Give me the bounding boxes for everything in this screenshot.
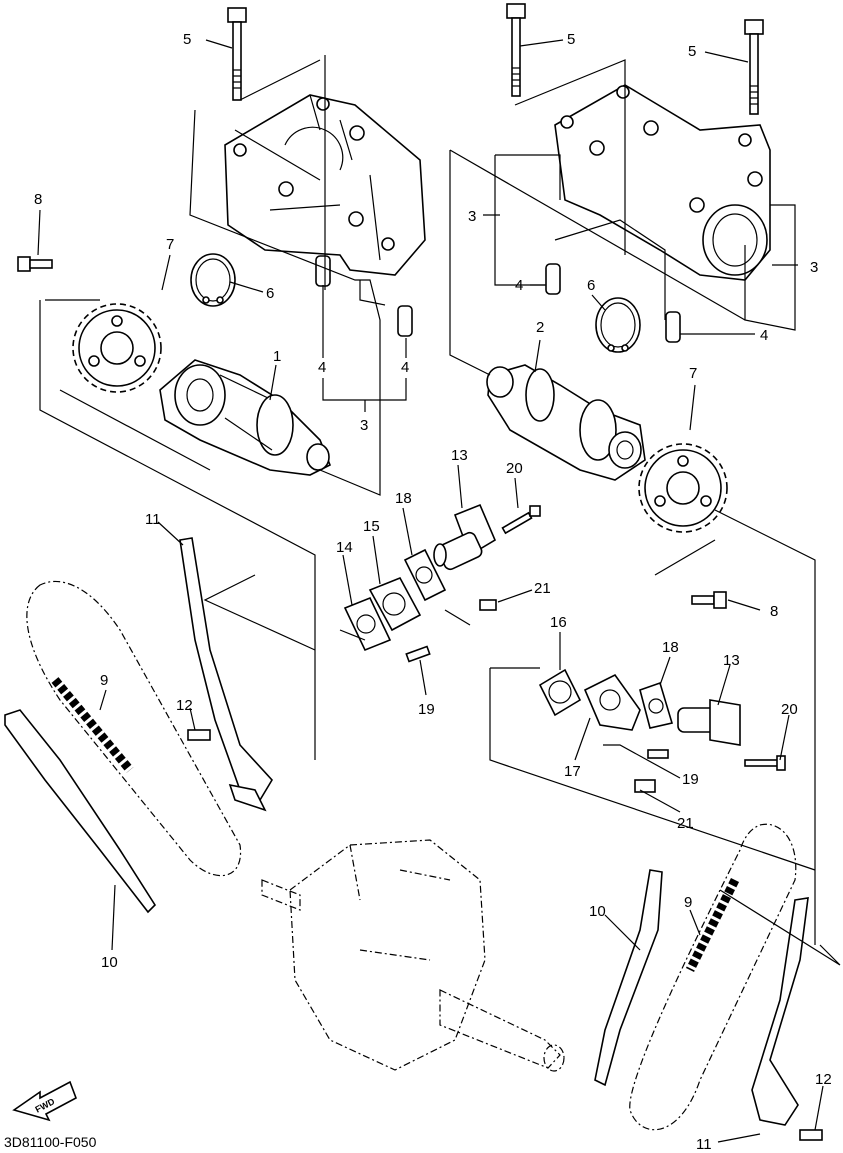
callout-3: 3 (468, 208, 476, 225)
callout-5: 5 (688, 43, 696, 60)
callout-9: 9 (684, 894, 692, 911)
callout-20: 20 (506, 460, 523, 477)
callout-20: 20 (781, 701, 798, 718)
callout-14: 14 (336, 539, 353, 556)
callout-4: 4 (318, 359, 326, 376)
circlip-6-left (190, 253, 236, 307)
callout-19: 19 (418, 701, 435, 718)
gasket-16 (538, 668, 582, 717)
callout-10: 10 (589, 903, 606, 920)
callout-6: 6 (587, 277, 595, 294)
callout-19: 19 (682, 771, 699, 788)
cam-chain-9-right-links (685, 877, 740, 973)
housing-15 (368, 576, 422, 632)
callout-2: 2 (536, 319, 544, 336)
cam-chain-9-left-loop (26, 580, 242, 877)
callout-17: 17 (564, 763, 581, 780)
circlip-6-right (595, 297, 641, 353)
callout-8: 8 (770, 603, 778, 620)
callout-11: 11 (696, 1136, 712, 1153)
bolt-12-right (799, 1129, 823, 1141)
bolt-5-left (227, 7, 247, 101)
callout-1: 1 (273, 348, 281, 365)
bolt-5-center (506, 3, 526, 97)
callout-4: 4 (401, 359, 409, 376)
callout-21: 21 (677, 815, 694, 832)
gasket-18-lower (639, 681, 674, 729)
bolt-20-upper (501, 505, 541, 535)
callout-7: 7 (166, 236, 174, 253)
screw-19-lower (647, 749, 669, 759)
tensioner-13-lower (677, 699, 741, 746)
chain-guide-11-right (751, 897, 809, 1126)
crankshaft (261, 839, 565, 1072)
callout-5: 5 (183, 31, 191, 48)
bolt-12-left (187, 729, 211, 741)
callout-3: 3 (810, 259, 818, 276)
bolt-8-right (691, 591, 727, 609)
callout-12: 12 (815, 1071, 832, 1088)
callout-11: 11 (145, 511, 161, 528)
callout-18: 18 (395, 490, 412, 507)
dowel-pin-4d (665, 311, 681, 343)
callout-5: 5 (567, 31, 575, 48)
camshaft-holder-right (554, 84, 771, 281)
cam-chain-9-left-links (51, 677, 134, 773)
dowel-pin-4a (315, 255, 331, 287)
housing-17 (583, 673, 641, 731)
callout-7: 7 (689, 365, 697, 382)
bolt-5-right (744, 19, 764, 115)
bolt-21-upper (479, 599, 497, 611)
callout-4: 4 (515, 277, 523, 294)
callout-8: 8 (34, 191, 42, 208)
tensioner-13-upper (433, 503, 497, 571)
callout-18: 18 (662, 639, 679, 656)
callout-12: 12 (176, 697, 193, 714)
callout-15: 15 (363, 518, 380, 535)
cam-sprocket-7-left (72, 303, 162, 393)
bolt-20-lower (744, 755, 786, 771)
chain-guide-10-left (4, 709, 157, 914)
screw-19-upper (405, 645, 431, 663)
fwd-arrow-icon: FWD (12, 1080, 77, 1122)
gasket-18-upper (403, 548, 447, 602)
callout-6: 6 (266, 285, 274, 302)
diagram-code: 3D81100-F050 (4, 1134, 97, 1150)
camshaft-1 (159, 359, 332, 476)
callout-3: 3 (360, 417, 368, 434)
callout-4: 4 (760, 327, 768, 344)
bolt-21-lower (634, 779, 656, 793)
dowel-pin-4c (545, 263, 561, 295)
gasket-14 (343, 596, 392, 652)
cam-sprocket-7-right (638, 443, 728, 533)
callout-21: 21 (534, 580, 551, 597)
camshaft-2 (486, 364, 646, 481)
chain-guide-10-right (594, 869, 663, 1087)
callout-16: 16 (550, 614, 567, 631)
cam-chain-9-right-loop (629, 823, 797, 1131)
callout-13: 13 (451, 447, 468, 464)
dowel-pin-4b (397, 305, 413, 337)
chain-guide-11-left (179, 537, 273, 802)
callout-13: 13 (723, 652, 740, 669)
callout-10: 10 (101, 954, 118, 971)
bolt-8-left (17, 256, 53, 272)
callout-9: 9 (100, 672, 108, 689)
